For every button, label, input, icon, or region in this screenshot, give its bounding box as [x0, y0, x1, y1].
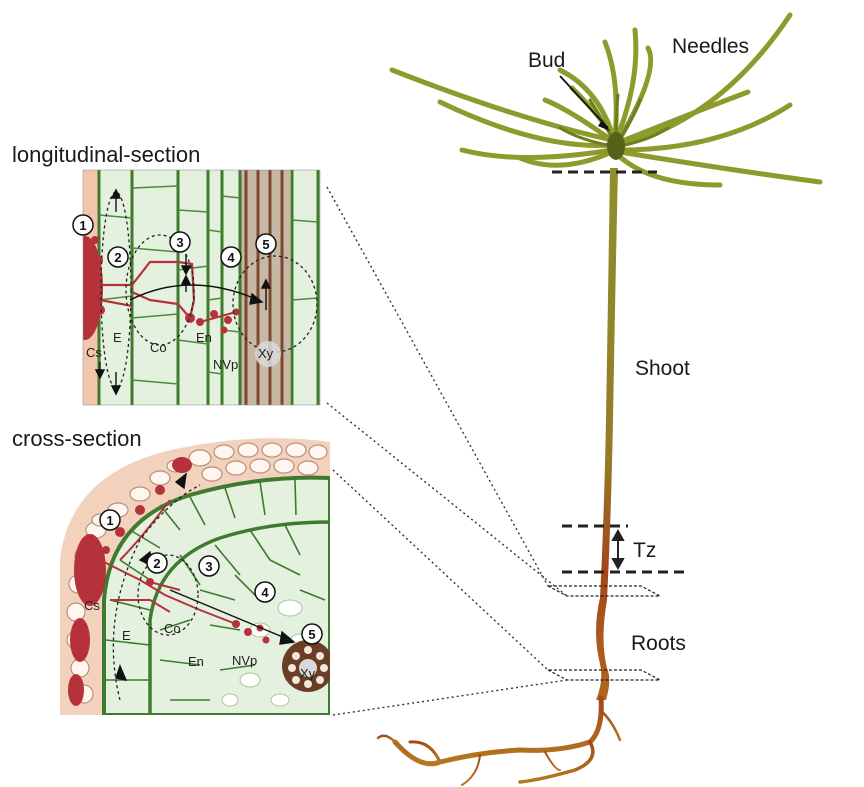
- cross-marker-5-label: 5: [308, 627, 315, 642]
- cross-marker-3-label: 3: [205, 559, 212, 574]
- marker-5-label: 5: [262, 237, 269, 252]
- seedling: Bud Needles Shoot Tz Roots: [378, 15, 820, 785]
- label-nvp: NVp: [213, 357, 238, 372]
- label-cs: Cs: [86, 345, 102, 360]
- bud-tip: [607, 132, 625, 160]
- marker-1-label: 1: [79, 218, 86, 233]
- cross-marker-1-label: 1: [106, 513, 113, 528]
- marker-3-label: 3: [176, 235, 183, 250]
- zoom-connectors: [327, 187, 567, 715]
- cross-label-co: Co: [164, 621, 181, 636]
- longitudinal-section-panel: 1 2 3 4 5 Cs E Co En NVp Xy: [67, 152, 320, 405]
- cross-marker-2-label: 2: [153, 556, 160, 571]
- tz-arrow: [613, 531, 623, 568]
- cross-label-nvp: NVp: [232, 653, 257, 668]
- tz-label: Tz: [633, 539, 656, 562]
- label-co: Co: [150, 340, 167, 355]
- longitudinal-section-title: longitudinal-section: [12, 142, 200, 167]
- cross-label-e: E: [122, 628, 131, 643]
- cross-label-en: En: [188, 654, 204, 669]
- needles: [392, 15, 820, 185]
- stem: [596, 168, 618, 700]
- cross-label-cs: Cs: [84, 598, 100, 613]
- label-xy: Xy: [258, 346, 274, 361]
- roots-label: Roots: [631, 632, 686, 655]
- needles-label: Needles: [672, 35, 749, 58]
- cross-section-panel: 1 2 3 4 5 Cs E Co En NVp Xy: [55, 430, 335, 720]
- marker-2-label: 2: [114, 250, 121, 265]
- marker-4-label: 4: [227, 250, 235, 265]
- label-e: E: [113, 330, 122, 345]
- shoot-label: Shoot: [635, 357, 690, 380]
- cross-label-xy: Xy: [300, 666, 316, 681]
- label-en: En: [196, 330, 212, 345]
- roots: [378, 698, 620, 785]
- cross-marker-4-label: 4: [261, 585, 269, 600]
- bud-label: Bud: [528, 49, 565, 72]
- cross-section-title: cross-section: [12, 426, 142, 451]
